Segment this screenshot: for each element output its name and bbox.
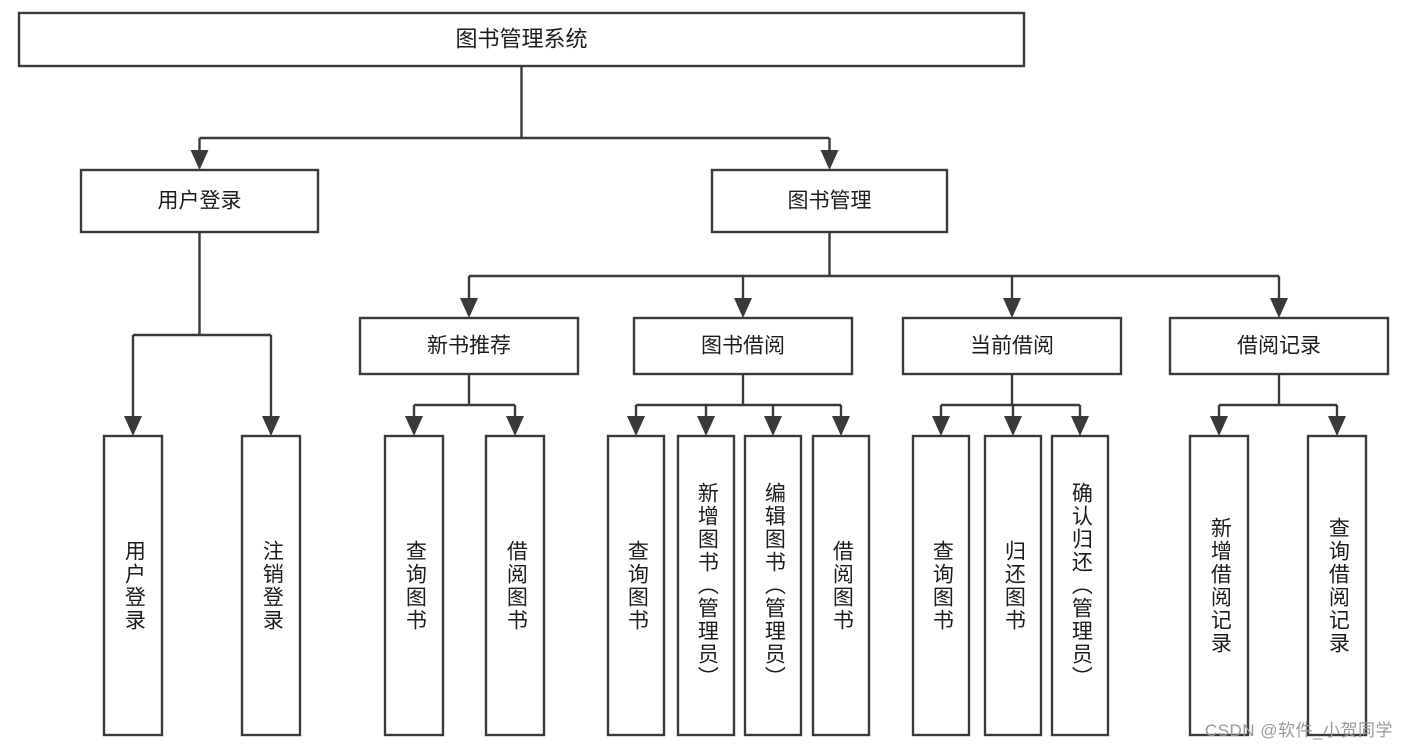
arrow-head-icon-borrow-record (1270, 298, 1288, 318)
node-box-leaf-borrow-book-2[interactable] (811, 434, 871, 737)
node-box-leaf-query-borrow-record[interactable] (1306, 434, 1368, 737)
node-label-root: 图书管理系统 (455, 26, 587, 51)
node-label-current-borrow: 当前借阅 (970, 335, 1054, 358)
connectors-layer (124, 66, 1346, 436)
arrow-head-icon-book-management (820, 150, 839, 170)
node-box-book-borrow[interactable] (632, 316, 854, 376)
arrow-head-icon-leaf-user-login (124, 416, 142, 436)
arrow-head-icon-leaf-logout (262, 416, 280, 436)
node-box-leaf-query-book-1[interactable] (383, 434, 445, 737)
node-box-leaf-confirm-return-admin[interactable] (1050, 434, 1110, 737)
node-box-borrow-record[interactable] (1168, 316, 1390, 376)
arrow-head-icon-leaf-query-book-1 (405, 416, 423, 436)
node-box-leaf-edit-book-admin[interactable] (743, 434, 803, 737)
node-box-user-login[interactable] (79, 168, 320, 234)
arrow-head-icon-user-login (190, 150, 209, 170)
arrow-head-icon-leaf-add-book-admin (697, 416, 715, 436)
node-label-user-login: 用户登录 (158, 190, 242, 213)
node-box-book-management[interactable] (710, 168, 949, 234)
boxes-layer (17, 11, 1390, 737)
node-box-leaf-query-book-3[interactable] (911, 434, 971, 737)
arrow-head-icon-leaf-confirm-return-admin (1071, 416, 1089, 436)
arrow-head-icon-leaf-borrow-book-1 (506, 416, 524, 436)
node-box-leaf-logout[interactable] (240, 434, 302, 737)
node-box-leaf-return-book[interactable] (983, 434, 1043, 737)
node-label-borrow-record: 借阅记录 (1237, 335, 1321, 358)
node-box-leaf-borrow-book-1[interactable] (484, 434, 546, 737)
arrow-head-icon-leaf-return-book (1004, 416, 1022, 436)
node-label-book-borrow: 图书借阅 (701, 335, 785, 358)
arrow-head-icon-book-borrow (734, 298, 752, 318)
node-box-new-book-recommend[interactable] (358, 316, 580, 376)
arrow-head-icon-new-book-recommend (460, 298, 478, 318)
node-label-book-management: 图书管理 (788, 190, 872, 213)
node-box-leaf-add-book-admin[interactable] (676, 434, 736, 737)
arrow-head-icon-leaf-borrow-book-2 (832, 416, 850, 436)
arrow-head-icon-current-borrow (1003, 298, 1021, 318)
node-box-leaf-query-book-2[interactable] (606, 434, 666, 737)
arrow-head-icon-leaf-query-book-3 (932, 416, 950, 436)
watermark-text: CSDN @软件_小贺同学 (1204, 721, 1393, 740)
node-box-current-borrow[interactable] (901, 316, 1123, 376)
node-box-leaf-user-login[interactable] (102, 434, 164, 737)
node-box-root[interactable] (17, 11, 1026, 68)
arrow-head-icon-leaf-query-borrow-record (1328, 416, 1346, 436)
arrow-head-icon-leaf-edit-book-admin (764, 416, 782, 436)
node-box-leaf-add-borrow-record[interactable] (1188, 434, 1250, 737)
node-label-new-book-recommend: 新书推荐 (427, 335, 511, 358)
arrow-head-icon-leaf-query-book-2 (627, 416, 645, 436)
arrow-head-icon-leaf-add-borrow-record (1210, 416, 1228, 436)
